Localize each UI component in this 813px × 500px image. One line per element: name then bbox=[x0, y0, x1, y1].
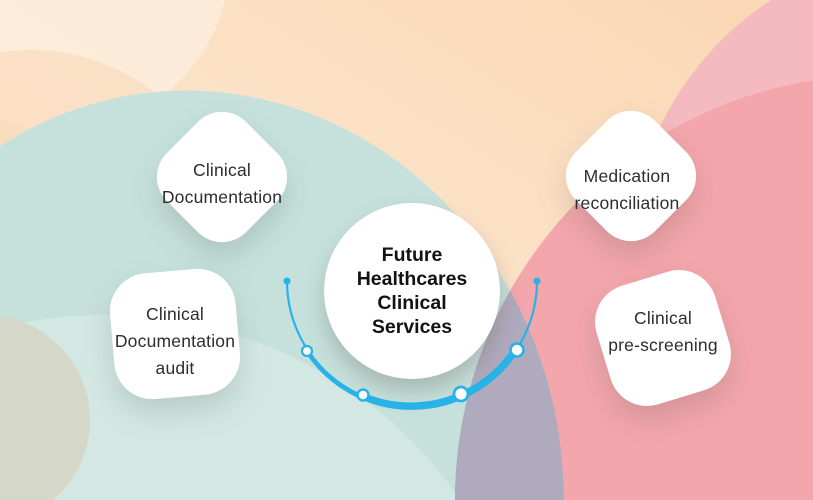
label-clinical-documentation-audit: Clinical Documentation audit bbox=[114, 304, 236, 378]
label-clinical-pre-screening: Clinical pre-screening bbox=[608, 308, 718, 355]
label-clinical-documentation: Clinical Documentation bbox=[161, 160, 283, 207]
sage-blob bbox=[0, 316, 90, 500]
peach-highlight-blob bbox=[0, 0, 226, 130]
label-medication-reconciliation: Medication reconciliation bbox=[574, 166, 680, 213]
center-title: Future Healthcares Clinical Services bbox=[356, 244, 468, 338]
